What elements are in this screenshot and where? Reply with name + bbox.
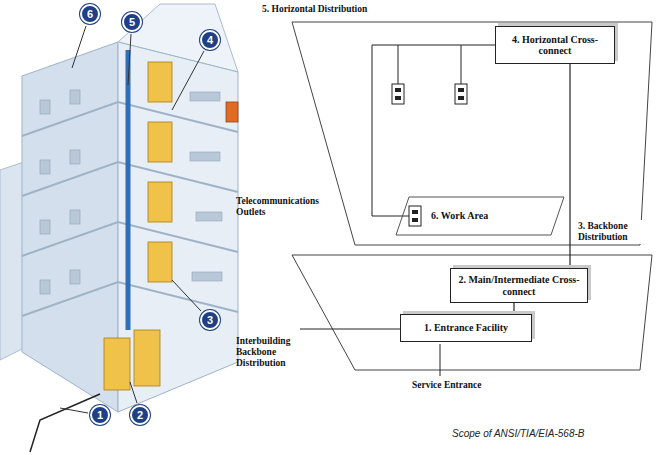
horizontal-cable [372,45,495,216]
node-text: 4. Horizontal Cross-connect [501,34,609,57]
desk [196,212,222,221]
node-text: 1 [97,410,103,421]
outlet-jack [395,96,401,100]
window [40,100,50,114]
desk [192,272,222,281]
callout-number: 4 [200,30,220,50]
window [40,220,50,234]
building-illustration [0,4,238,452]
service-cable [30,394,100,452]
orange-cabinet [226,102,238,122]
diagram-label: 5. Horizontal Distribution [262,4,432,15]
node-text: 1. Entrance Facility [406,322,526,334]
leader-line [130,382,137,403]
diagram-label: Telecommunications Outlets [236,196,336,218]
node-text: 2 [137,410,143,421]
leader-line [72,26,86,68]
callout-number: 6 [80,4,100,24]
cross-connect-box: 4. Horizontal Cross-connect [495,26,615,64]
window [40,160,50,174]
leader-line [172,51,204,110]
outlet-jack [412,218,418,222]
outlet-jack [458,88,464,92]
backbone-connector [513,303,514,314]
outlet [392,84,404,104]
office-furniture [40,90,222,294]
desk [190,92,220,101]
callout-number: 1 [90,405,110,425]
node-text: 4 [207,35,213,46]
equipment-racks [104,62,172,390]
lower-floor-plane [292,255,652,370]
cross-connect-box: 1. Entrance Facility [400,314,532,342]
node-text: 6. Work Area [431,210,488,222]
leader-line [60,408,88,413]
service-entrance-cable [440,344,441,376]
entrance-rack [134,330,160,386]
leader-line [172,280,201,311]
telecom-rack [148,122,172,162]
floor-planes [292,22,652,370]
outlet-jack [395,88,401,92]
work-area-shape [396,197,564,235]
interbuilding-cable [300,329,400,330]
caption: Scope of ANSI/TIA/EIA-568-B [452,428,584,439]
upper-floor-plane [292,22,652,245]
outlet [409,206,421,226]
window [70,90,80,104]
outlet-jack [412,210,418,214]
node-text: 3 [207,315,213,326]
window [70,270,80,284]
horizontal-cable [398,45,399,84]
telecom-rack [148,182,172,222]
telecom-rack [148,242,172,282]
window [70,150,80,164]
leader-line [128,34,131,85]
backbone-riser [126,50,131,330]
outlets [392,84,467,226]
callout-number: 3 [200,310,220,330]
callout-number: 2 [130,405,150,425]
leader-lines [60,26,204,413]
backbone-connector [569,64,570,268]
outlet-jack [458,96,464,100]
node-text: 2. Main/Intermediate Cross-connect [456,274,582,297]
window [70,210,80,224]
cross-connect-box: 2. Main/Intermediate Cross-connect [450,268,588,303]
telecom-rack [148,62,172,102]
node-text: 5 [129,17,135,28]
outlet [455,84,467,104]
desk [190,152,220,161]
work-area: 6. Work Area [395,196,565,236]
diagram-label: Service Entrance [412,380,532,391]
callout-number: 5 [122,12,142,32]
diagram-label: Interbuilding Backbone Distribution [236,336,306,369]
node-text: 6 [87,9,93,20]
horizontal-cable [461,45,462,84]
connector-label: 3. Backbone Distribution [576,220,652,244]
window [40,280,50,294]
entrance-rack [104,338,130,390]
